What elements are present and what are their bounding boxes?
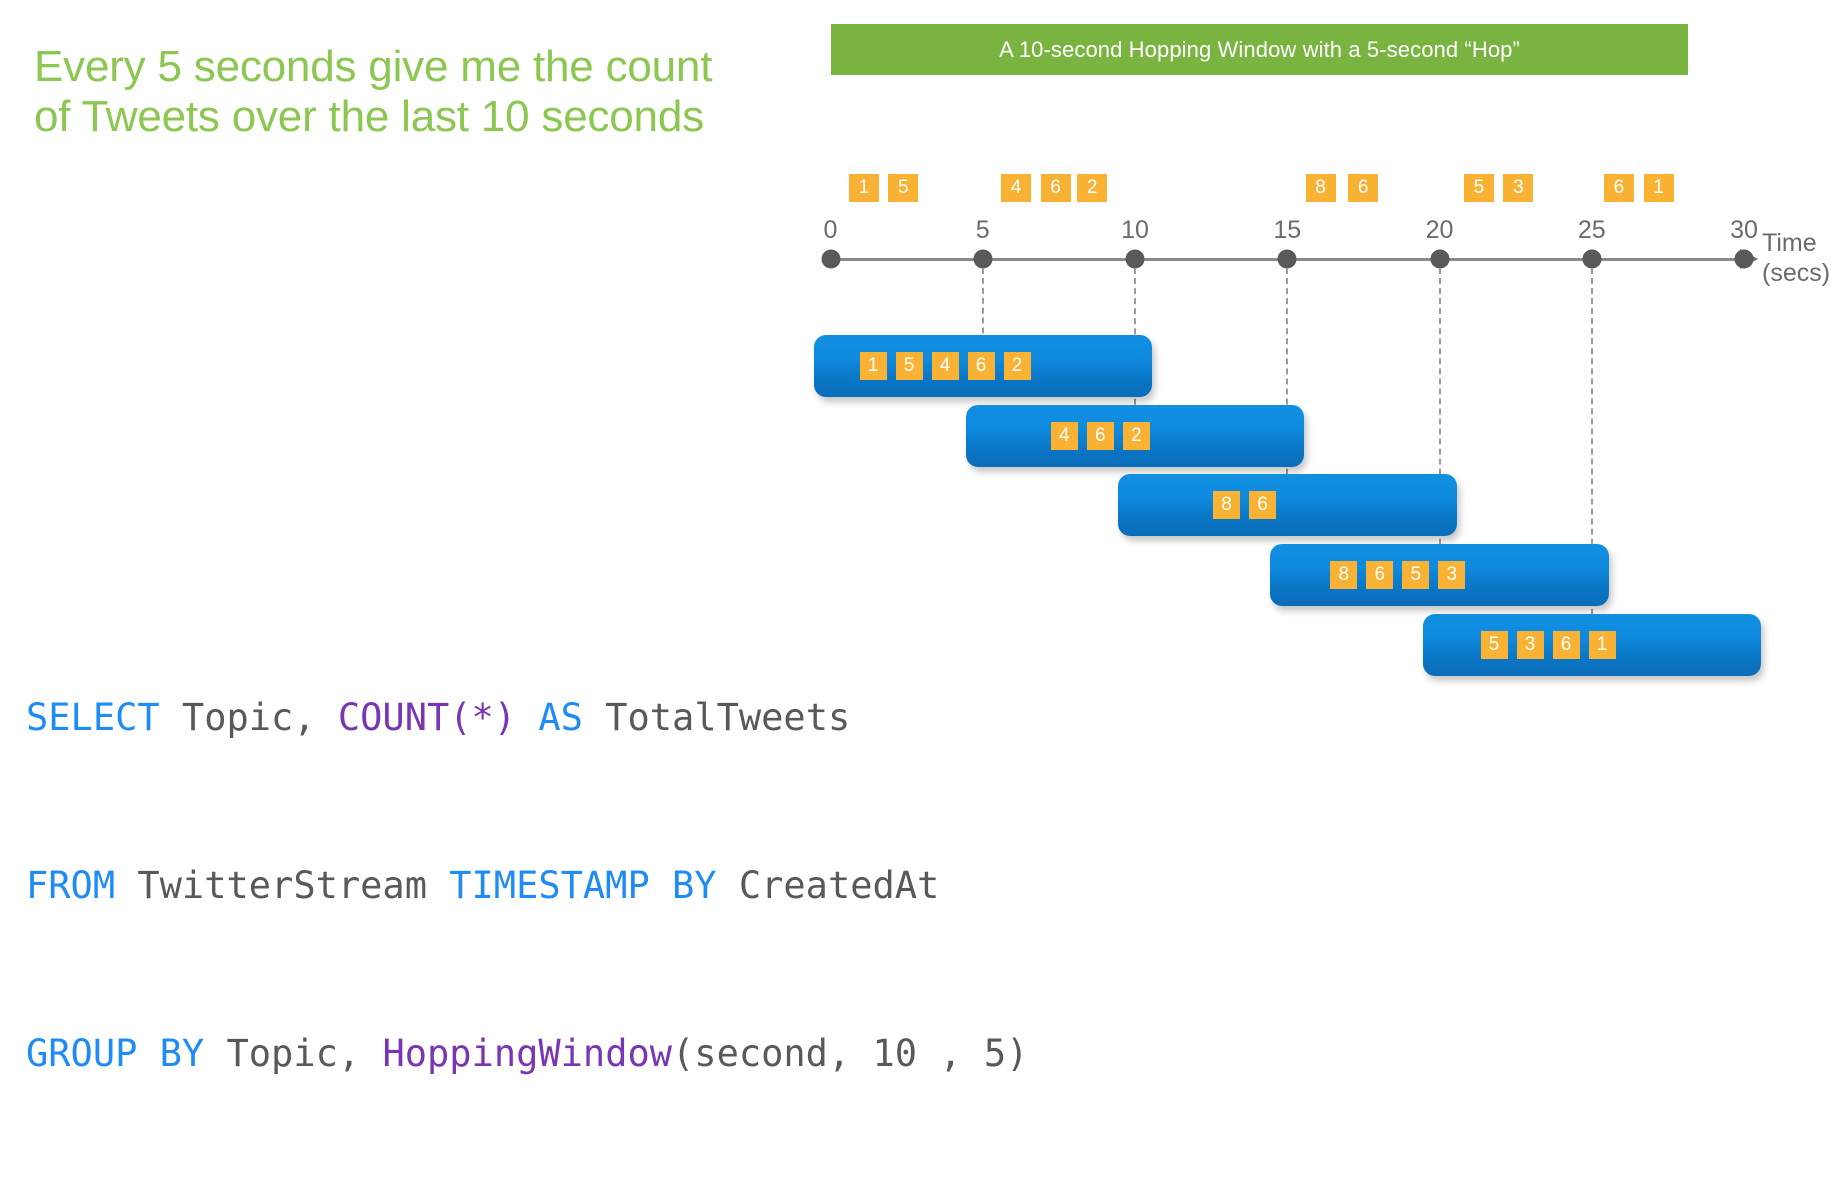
window-item-badge: 1: [1588, 631, 1616, 659]
window-item-badge: 6: [1086, 422, 1114, 450]
axis-tick-dot: [1734, 249, 1754, 269]
time-axis-caption: Time (secs): [1762, 228, 1830, 288]
sql-token-kw: AS: [538, 696, 583, 739]
event-badge: 6: [1348, 174, 1379, 202]
axis-tick-label: 20: [1425, 216, 1454, 244]
event-badge: 6: [1040, 174, 1071, 202]
sql-token-txt: TwitterStream: [115, 864, 450, 907]
window-item-badge: 4: [931, 352, 959, 380]
axis-tick-dot: [821, 249, 840, 269]
axis-guide-line: [1590, 268, 1593, 665]
window-item-badge: 2: [1003, 352, 1031, 380]
page-title: Every 5 seconds give me the count of Twe…: [34, 42, 725, 141]
sql-token-txt: TotalTweets: [582, 696, 851, 739]
event-badge: 1: [1643, 174, 1674, 202]
banner: A 10-second Hopping Window with a 5-seco…: [831, 24, 1688, 75]
window-item-badge: 3: [1516, 631, 1544, 659]
axis-caption-line-2: (secs): [1762, 259, 1831, 287]
sql-token-kw: GROUP BY: [26, 1032, 205, 1075]
window-item-badge: 4: [1050, 422, 1078, 450]
window-item-badge: 8: [1213, 491, 1240, 519]
axis-guide-line: [1286, 268, 1289, 525]
axis-tick-label: 10: [1121, 216, 1149, 244]
axis-tick-label: 5: [975, 216, 990, 244]
banner-title: A 10-second Hopping Window with a 5-seco…: [999, 36, 1520, 62]
event-badge: 2: [1077, 174, 1108, 202]
sql-query: SELECT Topic, COUNT(*) AS TotalTweets FR…: [26, 578, 1028, 1194]
event-badge: 5: [1463, 174, 1494, 202]
event-badge: 4: [1001, 174, 1032, 202]
axis-tick-dot: [1125, 249, 1145, 269]
sql-token-kw: TIMESTAMP BY: [449, 864, 717, 907]
axis-tick-dot: [973, 249, 993, 269]
sql-token-fn: HoppingWindow: [382, 1032, 673, 1075]
axis-tick-label: 15: [1273, 216, 1302, 244]
window-item-badge: 5: [895, 352, 923, 380]
event-badge: 3: [1503, 174, 1534, 202]
axis-caption-line-1: Time: [1762, 229, 1817, 257]
event-badge: 5: [888, 174, 919, 202]
window-item-badge: 2: [1122, 422, 1150, 450]
sql-token-kw: FROM: [26, 864, 116, 907]
event-badge: 8: [1305, 174, 1336, 202]
axis-tick-label: 25: [1577, 216, 1606, 244]
window-item-badge: 6: [967, 352, 995, 380]
sql-token-txt: [516, 696, 538, 739]
axis-tick-dot: [1430, 249, 1449, 269]
window-item-badge: 5: [1480, 631, 1508, 659]
sql-line-1: SELECT Topic, COUNT(*) AS TotalTweets: [26, 690, 1028, 746]
window-item-badge: 6: [1552, 631, 1580, 659]
sql-line-3: GROUP BY Topic, HoppingWindow(second, 10…: [26, 1026, 1028, 1082]
window-item-badge: 1: [859, 352, 887, 380]
axis-tick-label: 30: [1730, 216, 1758, 244]
axis-tick-dot: [1582, 249, 1602, 269]
window-item-badge: 8: [1330, 561, 1358, 589]
sql-token-txt: (second, 10 , 5): [672, 1032, 1029, 1075]
event-badge: 1: [848, 174, 879, 202]
sql-token-txt: CreatedAt: [716, 864, 940, 907]
sql-token-kw: SELECT: [26, 696, 160, 739]
window-item-badge: 3: [1438, 561, 1466, 589]
sql-line-2: FROM TwitterStream TIMESTAMP BY CreatedA…: [26, 858, 1028, 914]
event-badge: 6: [1603, 174, 1634, 202]
axis-tick-label: 0: [823, 216, 838, 244]
sql-token-txt: Topic,: [204, 1032, 383, 1075]
window-item-badge: 5: [1402, 561, 1430, 589]
axis-guide-line: [981, 268, 984, 383]
sql-token-txt: Topic,: [159, 696, 338, 739]
slide-canvas: Every 5 seconds give me the count of Twe…: [26, 24, 1831, 1075]
sql-token-fn: COUNT(*): [337, 696, 517, 739]
window-item-badge: 6: [1249, 491, 1276, 519]
axis-tick-dot: [1277, 249, 1297, 269]
window-item-badge: 6: [1366, 561, 1394, 589]
axis-guide-line: [1438, 268, 1441, 595]
